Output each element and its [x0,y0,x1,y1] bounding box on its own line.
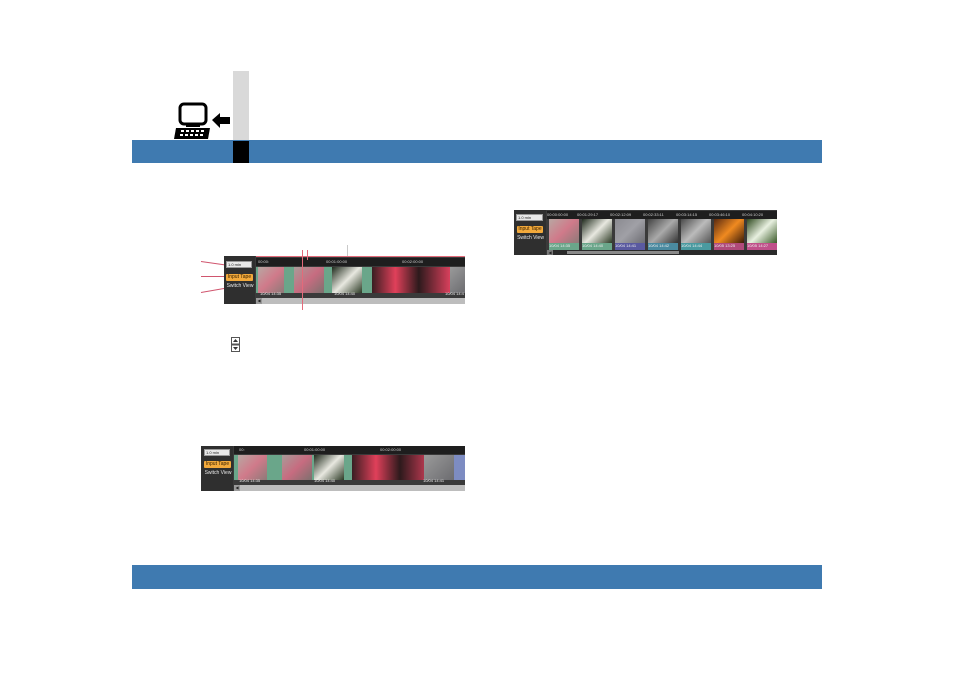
playhead-marker-a2 [307,250,308,260]
clip-thumbnail[interactable] [747,219,777,243]
clip-thumbnail[interactable] [424,455,454,480]
clip-date-label: 10/05 13:25 [714,243,736,248]
switch-view-button-c[interactable]: Switch View [517,235,544,241]
clip-color-bar [681,243,711,251]
zoom-combo-b[interactable]: 1.0 min [204,449,230,456]
ruler-tick-label: 00:04:10:20 [742,212,764,217]
ruler-tick-label: 00:03:46:10 [709,212,731,217]
scroll-left-icon[interactable]: ◀ [256,298,262,304]
clip-color-bar [648,243,678,251]
clip-date-label: 10/04 14:41 [615,243,637,248]
timeline-panel-c: 1.0 min Input Tape Switch View 00:00:00:… [514,210,777,255]
scroll-left-icon[interactable]: ◀ [234,485,240,491]
clip-track-b[interactable] [234,455,465,480]
switch-view-button-b[interactable]: Switch View [204,470,232,476]
horizontal-scrollbar-c[interactable]: ◀ [547,250,777,255]
clip-color-bar [615,243,645,251]
clip-thumbnail[interactable] [450,267,465,293]
input-tape-button-b[interactable]: Input Tape [204,461,231,468]
clip-thumbnail[interactable] [238,455,267,480]
clip-thumbnail[interactable] [372,267,450,293]
input-tape-button-a[interactable]: Input Tape [226,274,253,281]
chapter-tab-black [233,141,249,163]
scroll-left-icon[interactable]: ◀ [547,250,553,255]
clip-thumbnail[interactable] [282,455,312,480]
time-ruler-b[interactable]: 00: 00:01:00:00 00:02:00:00 [234,446,465,454]
time-ruler-c[interactable]: 00:00:00:00 00:01:29:17 00:02:12:09 00:0… [547,211,777,219]
clip-color-bar [582,243,612,251]
clip-color-bar [714,243,744,251]
clip-date-label: 10/04 14:35 [239,478,261,483]
clip-date-label: 10/04 14:42 [648,243,670,248]
clip-color-bar [549,243,579,251]
clip-thumbnail[interactable] [714,219,744,243]
clip-thumbnail[interactable] [648,219,678,243]
zoom-combo-a[interactable]: 1.0 min [226,261,252,268]
horizontal-scrollbar-b[interactable]: ◀ [234,485,465,491]
callout-line-3 [200,287,225,293]
pink-guide-line [256,256,465,257]
callout-line-top [347,245,348,257]
ruler-tick-label: 00:02:00:00 [380,447,402,452]
ruler-tick-label: 00:01:00:00 [326,259,348,264]
clip-date-label: 10/04 14:40 [582,243,604,248]
clip-thumbnail[interactable] [352,455,432,480]
ruler-tick-label: 00:00: [258,259,270,264]
input-tape-button-c[interactable]: Input Tape [517,226,543,233]
header-band [132,140,822,163]
clip-track-c[interactable] [547,219,777,251]
clip-thumbnail[interactable] [582,219,612,243]
ruler-tick-label: 00:01:29:17 [577,212,599,217]
clip-date-label: 10/05 14:27 [747,243,769,248]
clip-date-label: 10/04 14:4 [445,291,464,296]
callout-line-1 [200,261,225,266]
clip-thumbnail[interactable] [294,267,324,293]
callout-line-2 [201,276,225,277]
ruler-tick-label: 00:00:00:00 [547,212,569,217]
clip-thumbnail[interactable] [258,267,284,293]
timeline-panel-b: 1.0 min Input Tape Switch View 00: 00:01… [201,446,465,491]
clip-thumbnail[interactable] [332,267,362,293]
ruler-tick-label: 00:02:00:00 [402,259,424,264]
time-ruler-a[interactable]: 00:00: 00:01:00:00 00:02:00:00 [256,258,465,266]
ruler-tick-label: 00:02:12:09 [610,212,632,217]
playhead-marker-a [302,250,303,310]
clip-color-bar [747,243,777,251]
horizontal-scrollbar-a[interactable]: ◀ [256,298,465,304]
zoom-combo-c[interactable]: 1.0 min [516,214,543,221]
clip-date-label: 10/04 14:35 [260,291,282,296]
clip-thumbnail[interactable] [681,219,711,243]
clip-date-label: 10/04 14:41 [423,478,445,483]
footer-band [132,565,822,589]
clip-date-label: 10/04 14:44 [681,243,703,248]
timeline-panel-a: 1.0 min Input Tape Switch View 00:00: 00… [224,256,465,304]
scrollbar-thumb[interactable] [567,251,679,254]
clip-date-label: 10/04 14:40 [314,478,336,483]
clip-track-a[interactable] [256,267,465,293]
clip-thumbnail[interactable] [615,219,645,243]
clip-thumbnail[interactable] [314,455,344,480]
ruler-tick-label: 00:01:00:00 [304,447,326,452]
ruler-tick-label: 00:03:14:15 [676,212,698,217]
clip-date-label: 10/04 14:40 [334,291,356,296]
ruler-tick-label: 00: [239,447,245,452]
clip-date-label: 10/04 14:35 [549,243,571,248]
computer-arrow-icon [172,101,232,141]
clip-block-blue[interactable] [454,455,465,480]
switch-view-button-a[interactable]: Switch View [226,283,254,289]
chapter-tab-gray [233,71,249,141]
up-down-arrows-icon [231,337,240,352]
ruler-tick-label: 00:02:33:11 [643,212,664,217]
clip-thumbnail[interactable] [549,219,579,243]
